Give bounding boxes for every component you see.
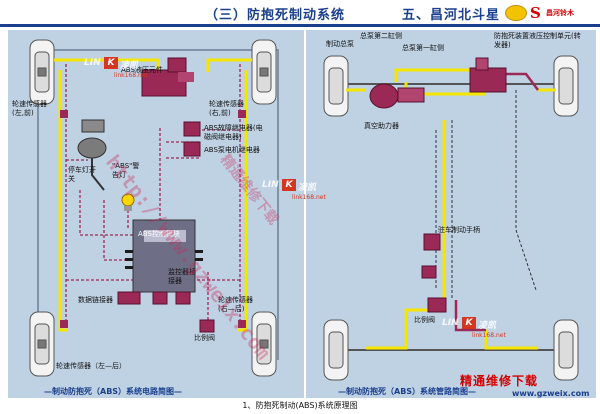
label-hydraulic-unit: 防抱死装置液压控制单元(转发器) [494,32,581,49]
label-prop-valve-left: 比例阀 [194,334,215,342]
tire-front-left-r [323,55,349,117]
abs-pipeline-diagram [323,55,579,381]
abs-pump-relay [183,141,201,157]
tire-front-right [251,39,277,105]
watermark-site-1: link168.net [114,72,148,79]
abs-fault-relay [183,121,201,137]
wheel-sensor-rear-right [238,320,246,328]
wheel-sensor-front-right [238,110,246,118]
vacuum-booster [369,83,425,109]
label-wheel-sensor-rl: 轮速传感器（左—后） [56,362,126,370]
watermark-brand-3: LIN [442,318,459,328]
watermark-k-icon-2: K [282,179,296,191]
brake-light-switch [77,119,107,191]
label-master-cyl-2: 总泵第二缸侧 [360,32,402,40]
label-monitor-connector: 监控器插接器 [168,268,196,285]
tire-front-left [29,39,55,105]
label-vacuum-booster: 真空助力器 [364,122,399,130]
watermark-k-icon-3: K [462,317,476,329]
monitor-connector-2 [175,291,191,305]
wheel-sensor-front-left [60,110,68,118]
changhe-logo-icon [505,5,527,21]
label-abs-pump-relay: ABS泵电机继电器 [204,146,260,154]
abs-warning-lamp [121,193,135,211]
tire-rear-right-r [553,319,579,381]
tire-rear-right [251,311,277,377]
suzuki-logo-icon: S [530,4,541,22]
tire-rear-left [29,311,55,377]
pipeline-caption: —制动防抱死（ABS）系统管路简图— [338,387,477,396]
label-abs-module: ABS控制模块 [138,230,180,238]
label-abs-hydraulic: ABS液压元件 [121,66,163,74]
label-brake-light-switch: 停车灯开关 [68,166,96,183]
monitor-connector [152,291,168,305]
proportioning-valve [199,319,215,333]
brake-pipe-yellow [346,68,556,350]
vehicle-title: 五、昌河北斗星 [402,8,501,23]
label-parking-handle: 驻车制动手柄 [438,226,480,234]
bottom-watermark-url: www.gzweix.com [512,389,590,398]
page-header: （三）防抱死制动系统 五、昌河北斗星 S 昌河铃木 [0,0,600,30]
section-title: （三）防抱死制动系统 [205,8,346,23]
watermark-brand-cn-1: 凌凯 [120,61,139,71]
figure-caption: 1、防抱死制动(ABS)系统原理图 [242,401,358,410]
brake-pipe-maroon [454,72,539,332]
watermark-brand-1: LIN [84,58,101,68]
watermark-site-2: link168.net [292,194,326,201]
abs-circuit-panel: ABS液压元件 轮速传感器(左,前) 轮速传感器(右,前) ABS故障继电器(电… [8,30,304,398]
tire-front-right-r [553,55,579,117]
data-link-connector [117,291,141,305]
abs-pipeline-panel: 制动总泵 总泵第二缸侧 总泵第一缸侧 防抱死装置液压控制单元(转发器) 真空助力… [306,30,596,398]
abs-circuit-diagram [29,39,279,377]
proportioning-valve-r [427,297,447,313]
watermark-brand-2: LIN [262,180,279,190]
header-rule [0,24,600,27]
abs-control-module [132,219,196,293]
watermark-brand-cn-3: 凌凯 [478,321,497,331]
label-wheel-sensor-fl: 轮速传感器(左,前) [12,100,47,117]
circuit-caption: —制动防抱死（ABS）系统电路简图— [44,387,183,396]
label-data-connector: 数据链接器 [78,296,113,304]
label-brake-pump: 制动总泵 [326,40,354,48]
label-abs-warning: "ABS"警告灯 [112,162,140,179]
watermark-site-3: link168.net [472,332,506,339]
watermark-k-icon-1: K [104,57,118,69]
label-abs-fault-relay: ABS故障继电器(电磁阀继电器) [204,124,263,141]
wheel-sensor-rear-left [60,320,68,328]
pipeline-dashed [435,90,537,300]
abs-hydraulic-unit [141,57,194,97]
logo-text: 昌河铃木 [546,9,574,17]
bottom-watermark-cn: 精通维修下载 [460,374,539,388]
module-pins [125,250,203,269]
label-wheel-sensor-rr: 轮速传感器(右—后) [218,296,253,313]
label-prop-valve-right: 比例阀 [414,316,435,324]
tire-rear-left-r [323,319,349,381]
label-wheel-sensor-fr: 轮速传感器(右,前) [209,100,244,117]
watermark-brand-cn-2: 凌凯 [298,183,317,193]
label-master-cyl-1: 总泵第一缸侧 [402,44,444,52]
abs-hydraulic-control-unit [469,57,507,93]
parking-brake-lever [421,265,437,279]
parking-brake-handle [423,233,441,251]
